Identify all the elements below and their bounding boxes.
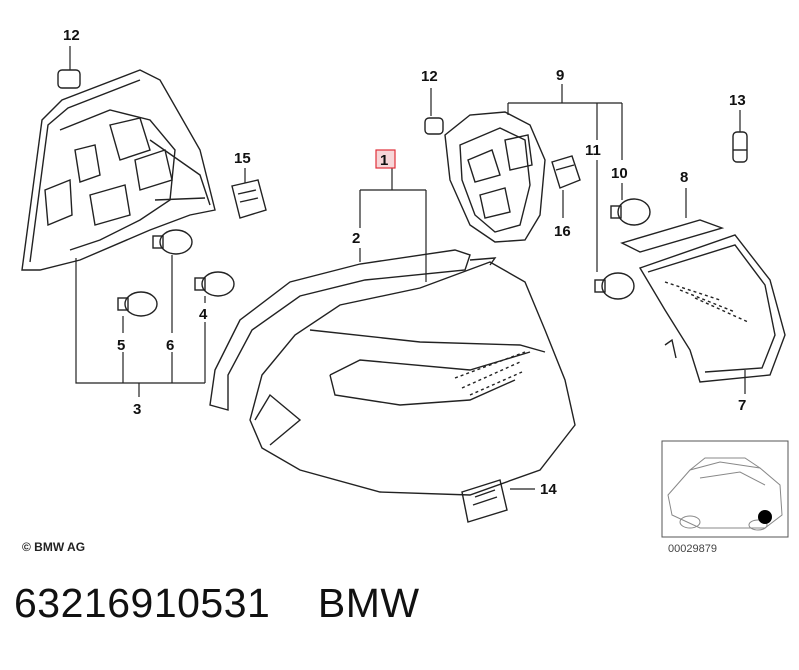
sticker-14-drawing: [461, 479, 508, 523]
bulb-5-drawing: [117, 291, 158, 317]
label-12-left: 12: [63, 27, 80, 44]
bulb-holder-9-drawing: [424, 111, 546, 243]
label-1: 1: [380, 152, 388, 169]
bulb-13-drawing: [732, 131, 748, 163]
label-9: 9: [556, 67, 564, 84]
label-10: 10: [611, 165, 628, 182]
bulb-4-drawing: [194, 271, 235, 297]
leader-lines: [69, 46, 746, 490]
gasket-8-drawing: [620, 219, 725, 253]
bulb-carrier-drawing: [21, 69, 216, 271]
bulb-6-drawing: [152, 229, 193, 255]
label-14: 14: [540, 481, 557, 498]
bulb-10-drawing: [610, 198, 651, 226]
label-7: 7: [738, 397, 746, 414]
label-5: 5: [117, 337, 125, 354]
copyright-text: © BMW AG: [22, 540, 85, 554]
part-number-caption: 63216910531 BMW: [14, 580, 420, 626]
tail-light-lens-drawing: [209, 249, 576, 496]
connector-15-drawing: [231, 179, 267, 219]
label-6: 6: [166, 337, 174, 354]
inner-lamp-7-drawing: [638, 234, 786, 383]
bulb-11-drawing: [594, 272, 635, 300]
connector-16-drawing: [551, 155, 581, 189]
reference-number: 00029879: [668, 543, 717, 555]
label-4: 4: [199, 306, 208, 323]
label-15: 15: [234, 150, 251, 167]
car-location-inset: [661, 440, 789, 538]
location-marker: [758, 510, 772, 524]
highlight-box-1: [375, 149, 396, 169]
label-8: 8: [680, 169, 688, 186]
label-2: 2: [352, 230, 360, 247]
label-13: 13: [729, 92, 746, 109]
label-3: 3: [133, 401, 141, 418]
label-16: 16: [554, 223, 571, 240]
label-11: 11: [585, 142, 601, 159]
label-12-center: 12: [421, 68, 438, 85]
